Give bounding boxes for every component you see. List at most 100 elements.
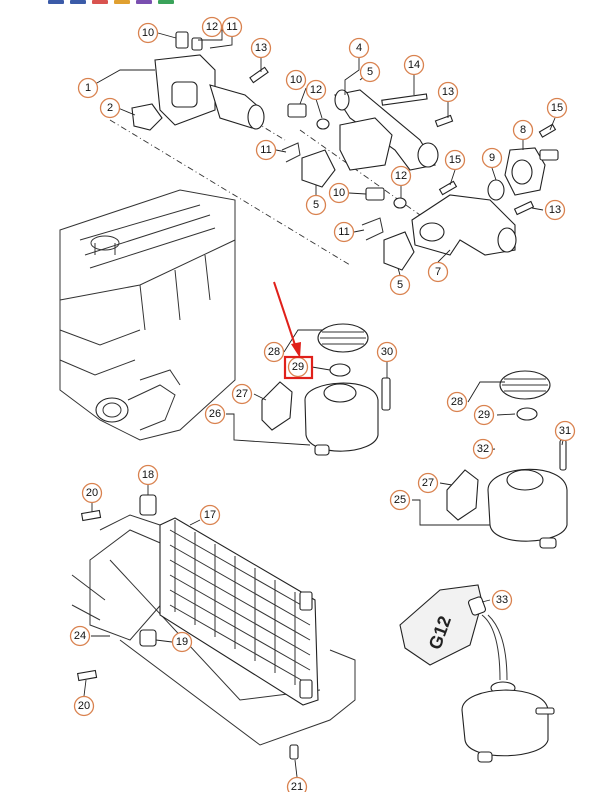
leader-lines — [83, 27, 566, 778]
gasket-2 — [131, 103, 163, 131]
engine-block-sketch — [59, 189, 236, 441]
callout-32: 32 — [472, 438, 494, 460]
seal-12-lower — [393, 197, 407, 209]
callout-5: 5 — [305, 194, 327, 216]
bolt-13-upper — [249, 66, 269, 84]
callout-1: 1 — [77, 77, 99, 99]
callout-circle — [481, 147, 503, 169]
callout-label: 11 — [260, 144, 271, 156]
coolant-flange-7 — [411, 194, 517, 256]
highlight-arrow — [273, 281, 301, 358]
callout-label: 13 — [442, 86, 454, 98]
topbar-swatch-4 — [114, 0, 130, 4]
callout-circle — [99, 97, 121, 119]
callout-10: 10 — [137, 22, 159, 44]
radiator-assembly — [71, 494, 356, 760]
callout-19: 19 — [171, 631, 193, 653]
callout-circle — [73, 695, 95, 717]
callout-33: 33 — [491, 589, 513, 611]
callout-label: 12 — [206, 21, 218, 33]
callout-circle — [446, 391, 468, 413]
bolt-15-lower — [438, 180, 458, 196]
callout-circle — [403, 54, 425, 76]
topbar-swatch-5 — [136, 0, 152, 4]
callout-circle — [472, 438, 494, 460]
callout-circle — [77, 77, 99, 99]
callout-circle — [333, 221, 355, 243]
callout-label: 30 — [381, 346, 393, 358]
callout-circle — [437, 81, 459, 103]
bolt-14 — [381, 93, 428, 106]
topbar-swatch-2 — [70, 0, 86, 4]
seal-12-middle — [316, 118, 330, 130]
callout-label: 11 — [338, 226, 349, 238]
callout-28: 28 — [263, 341, 285, 363]
callout-5: 5 — [359, 61, 381, 83]
seal-9 — [487, 179, 505, 201]
callout-label: 11 — [226, 21, 237, 33]
callout-circle — [389, 274, 411, 296]
callout-label: 28 — [451, 396, 463, 408]
callout-label: 20 — [78, 700, 90, 712]
callout-20: 20 — [81, 482, 103, 504]
callout-label: 27 — [422, 477, 434, 489]
callout-21: 21 — [286, 776, 308, 792]
callout-circle — [255, 139, 277, 161]
callout-circle — [554, 420, 576, 442]
callout-label: 26 — [209, 408, 221, 420]
callout-9: 9 — [481, 147, 503, 169]
coolant-pipe-upper-middle — [334, 89, 439, 171]
gasket-5-middle — [301, 149, 336, 188]
callout-30: 30 — [376, 341, 398, 363]
callout-circle — [390, 165, 412, 187]
callout-label: 25 — [394, 494, 406, 506]
callout-label: 15 — [551, 102, 563, 114]
callout-label: 27 — [236, 388, 248, 400]
sensor-10-middle — [287, 103, 307, 118]
top-color-strip — [48, 0, 174, 4]
callout-label: 15 — [449, 154, 461, 166]
callout-circle — [389, 489, 411, 511]
callout-28: 28 — [446, 391, 468, 413]
callout-15: 15 — [546, 97, 568, 119]
callout-label: 5 — [367, 66, 373, 78]
topbar-swatch-1 — [48, 0, 64, 4]
callout-31: 31 — [554, 420, 576, 442]
callout-label: 2 — [107, 102, 113, 114]
coolant-bottle-and-tank: G12 — [399, 584, 555, 763]
callout-11: 11 — [333, 221, 355, 243]
callout-24: 24 — [69, 625, 91, 647]
callout-26: 26 — [204, 403, 226, 425]
callout-label: 9 — [489, 152, 495, 164]
callout-circle — [546, 97, 568, 119]
callout-circle — [328, 182, 350, 204]
topbar-swatch-6 — [158, 0, 174, 4]
callout-label: 19 — [176, 636, 188, 648]
callout-13: 13 — [544, 199, 566, 221]
callout-circle — [491, 589, 513, 611]
callout-13: 13 — [437, 81, 459, 103]
callout-circle — [512, 119, 534, 141]
callout-label: 32 — [477, 443, 489, 455]
callout-4: 4 — [348, 37, 370, 59]
callout-circle — [171, 631, 193, 653]
callout-label: 4 — [356, 42, 362, 54]
callout-circle — [231, 383, 253, 405]
callout-circle — [221, 16, 243, 38]
callout-label: 10 — [290, 74, 302, 86]
callout-circle — [285, 69, 307, 91]
callout-label: 12 — [395, 170, 407, 182]
callout-27: 27 — [417, 472, 439, 494]
callout-circle — [201, 16, 223, 38]
callout-29: 29 — [287, 356, 309, 378]
callout-10: 10 — [285, 69, 307, 91]
callout-circle — [137, 464, 159, 486]
callout-circle — [544, 199, 566, 221]
clip-11-middle — [281, 142, 301, 163]
callout-label: 17 — [204, 509, 216, 521]
callout-12: 12 — [390, 165, 412, 187]
callout-circle — [427, 261, 449, 283]
callout-10: 10 — [328, 182, 350, 204]
callout-label: 18 — [142, 469, 154, 481]
